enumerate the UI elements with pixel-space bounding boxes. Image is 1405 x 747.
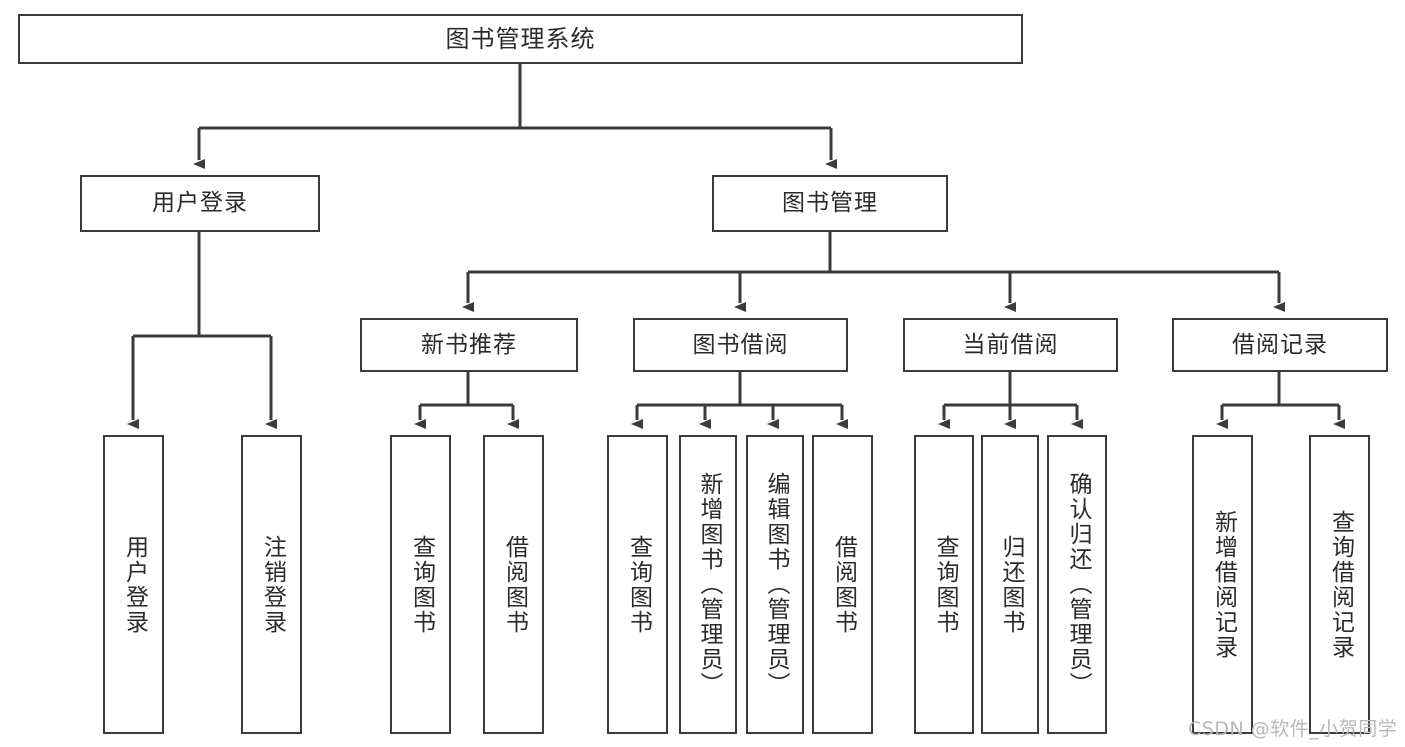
node-book-manage-label: 图书管理 [782, 190, 878, 217]
node-leaf-query-record-label: 查询借阅记录 [1327, 509, 1354, 660]
node-leaf-query-book-1-label: 查询图书 [408, 534, 435, 635]
node-leaf-user-login-label: 用户登录 [121, 534, 148, 635]
node-book-borrow[interactable]: 图书借阅 [633, 318, 848, 372]
node-leaf-query-book-3[interactable]: 查询图书 [914, 435, 974, 734]
node-leaf-query-record[interactable]: 查询借阅记录 [1309, 435, 1370, 734]
node-current-borrow-label: 当前借阅 [962, 331, 1059, 358]
node-leaf-add-record-label: 新增借阅记录 [1210, 509, 1237, 660]
node-leaf-query-book-2[interactable]: 查询图书 [607, 435, 668, 734]
node-leaf-edit-book[interactable]: 编辑图书（管理员） [746, 435, 804, 734]
node-leaf-return-book[interactable]: 归还图书 [981, 435, 1039, 734]
node-leaf-query-book-1[interactable]: 查询图书 [390, 435, 451, 734]
node-current-borrow[interactable]: 当前借阅 [903, 318, 1118, 372]
node-leaf-add-book[interactable]: 新增图书（管理员） [679, 435, 737, 734]
node-leaf-borrow-book-1-label: 借阅图书 [501, 534, 528, 635]
node-new-book-recommendation[interactable]: 新书推荐 [360, 318, 578, 372]
node-borrow-record[interactable]: 借阅记录 [1172, 318, 1388, 372]
csdn-watermark: CSDN @软件_小贺同学 [1188, 718, 1398, 740]
node-leaf-confirm-return[interactable]: 确认归还（管理员） [1047, 435, 1107, 734]
node-book-manage[interactable]: 图书管理 [712, 175, 948, 232]
node-new-book-recommendation-label: 新书推荐 [421, 331, 517, 358]
node-leaf-borrow-book-1[interactable]: 借阅图书 [483, 435, 544, 734]
node-leaf-edit-book-label: 编辑图书（管理员） [762, 472, 789, 697]
node-leaf-add-record[interactable]: 新增借阅记录 [1192, 435, 1253, 734]
node-leaf-logout[interactable]: 注销登录 [241, 435, 302, 734]
node-borrow-record-label: 借阅记录 [1232, 331, 1328, 358]
node-leaf-return-book-label: 归还图书 [997, 534, 1024, 635]
node-user-login-label: 用户登录 [152, 190, 248, 217]
node-root-system-label: 图书管理系统 [445, 25, 596, 53]
node-leaf-borrow-book-2[interactable]: 借阅图书 [812, 435, 873, 734]
node-user-login[interactable]: 用户登录 [80, 175, 320, 232]
node-leaf-logout-label: 注销登录 [259, 534, 286, 635]
node-leaf-user-login[interactable]: 用户登录 [103, 435, 164, 734]
node-leaf-query-book-3-label: 查询图书 [931, 534, 958, 635]
node-book-borrow-label: 图书借阅 [692, 331, 789, 358]
node-root-system[interactable]: 图书管理系统 [18, 14, 1023, 64]
node-leaf-borrow-book-2-label: 借阅图书 [830, 534, 857, 635]
node-leaf-add-book-label: 新增图书（管理员） [695, 472, 722, 697]
node-leaf-confirm-return-label: 确认归还（管理员） [1064, 472, 1091, 697]
node-leaf-query-book-2-label: 查询图书 [625, 534, 652, 635]
